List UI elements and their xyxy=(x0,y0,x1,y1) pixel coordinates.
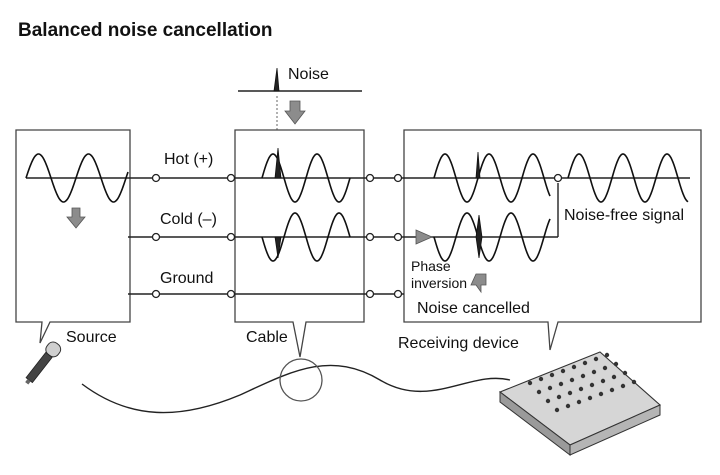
console-knob xyxy=(536,389,542,395)
diagram-title: Balanced noise cancellation xyxy=(18,20,272,41)
console-knob xyxy=(631,379,637,385)
console-knob xyxy=(580,373,586,379)
inverted-noise-spike xyxy=(475,214,483,259)
console-knob xyxy=(598,391,604,397)
console-knob xyxy=(593,356,599,362)
cable-label: Cable xyxy=(246,329,288,346)
connection-nodes xyxy=(151,173,563,299)
cable-cold-wave xyxy=(261,212,351,262)
receiving-device-label: Receiving device xyxy=(398,335,519,352)
microphone-icon xyxy=(25,341,62,385)
console-knob xyxy=(545,398,551,404)
wires xyxy=(26,177,690,295)
gray-down-arrow-icon xyxy=(66,207,86,229)
console-knob xyxy=(589,382,595,388)
console-knob xyxy=(571,364,577,370)
source-wave xyxy=(25,153,129,203)
console-knob xyxy=(547,385,553,391)
ground-label: Ground xyxy=(160,270,213,287)
cold-noise-spike xyxy=(274,236,282,259)
audio-cable xyxy=(81,364,511,414)
noise-cancelled-label: Noise cancelled xyxy=(417,300,530,317)
console-knob xyxy=(558,381,564,387)
console-knob xyxy=(611,374,617,380)
console-knob xyxy=(609,387,615,393)
console-knob xyxy=(622,370,628,376)
gray-up-arrow-icon xyxy=(470,273,487,294)
received-noise-spike xyxy=(475,151,481,179)
console-knob xyxy=(620,383,626,389)
received-hot-wave xyxy=(433,153,551,203)
cold-label: Cold (–) xyxy=(160,211,217,228)
console-knob xyxy=(613,361,619,367)
console-knob xyxy=(576,399,582,405)
console-knob xyxy=(556,394,562,400)
gray-down-arrow-icon xyxy=(284,100,306,125)
noise-pulse xyxy=(238,67,362,92)
console-knob xyxy=(600,378,606,384)
console-knob xyxy=(565,403,571,409)
received-cold-wave xyxy=(433,212,551,262)
waveforms xyxy=(25,153,689,262)
mixing-console-icon xyxy=(498,351,662,457)
cable-magnifier-circle xyxy=(279,358,323,402)
inversion-label: inversion xyxy=(411,275,467,291)
hot-label: Hot (+) xyxy=(164,151,213,168)
console-knob xyxy=(538,376,544,382)
console-knob xyxy=(604,352,610,358)
console-knob xyxy=(602,365,608,371)
hot-noise-spike xyxy=(274,147,282,179)
console-knob xyxy=(587,395,593,401)
console-knob xyxy=(560,368,566,374)
console-knob xyxy=(527,380,533,386)
phase-inversion-arrow-icon xyxy=(415,229,433,245)
console-knob xyxy=(591,369,597,375)
console-knob xyxy=(569,377,575,383)
cable-hot-wave xyxy=(261,153,351,203)
source-box xyxy=(15,129,131,344)
phase-label: Phase xyxy=(411,258,451,274)
console-knob xyxy=(549,372,555,378)
noise-label: Noise xyxy=(288,66,329,83)
cable-box xyxy=(234,129,365,358)
source-label: Source xyxy=(66,329,117,346)
noise-free-label: Noise-free signal xyxy=(564,207,684,224)
noise-free-wave xyxy=(567,153,689,203)
console-knob xyxy=(567,390,573,396)
console-knob xyxy=(554,407,560,413)
receiving-device-box xyxy=(403,129,702,351)
console-knob xyxy=(578,386,584,392)
console-knob xyxy=(582,360,588,366)
